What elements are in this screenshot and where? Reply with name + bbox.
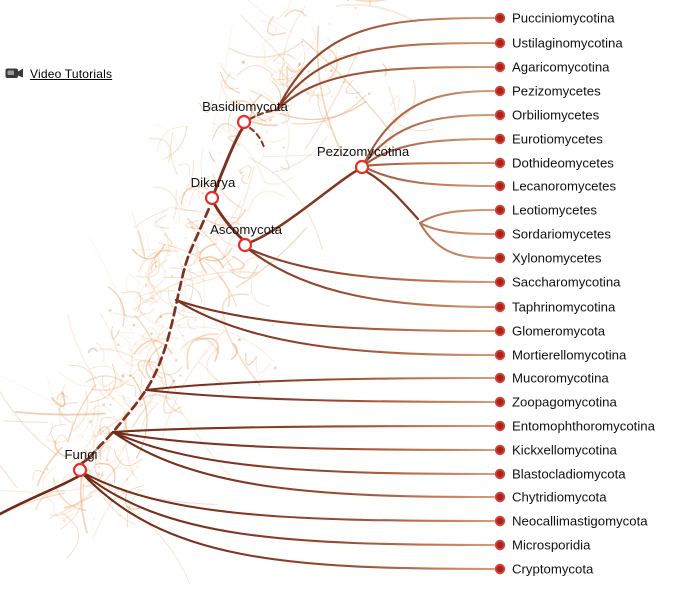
leaf-node[interactable] — [494, 133, 506, 145]
branch — [418, 208, 496, 225]
leaf-label[interactable]: Blastocladiomycota — [512, 467, 626, 482]
leaf-label[interactable]: Glomeromycota — [512, 324, 606, 339]
internal-label-pezizomycotina[interactable]: Pezizomycotina — [317, 144, 410, 159]
branch — [418, 221, 496, 260]
branch — [361, 113, 496, 168]
edge-dikarya-basidiomycota — [213, 127, 244, 193]
leaf-node[interactable] — [494, 396, 506, 408]
leaf-label[interactable]: Taphrinomycotina — [512, 300, 616, 315]
leaf-node[interactable] — [494, 12, 506, 24]
leaf-node[interactable] — [494, 85, 506, 97]
branch — [245, 246, 496, 309]
root-tail-branch — [0, 474, 81, 516]
branch — [418, 221, 496, 236]
branch — [111, 430, 496, 499]
leaf-label[interactable]: Sordariomycetes — [512, 227, 611, 242]
branch — [144, 376, 496, 392]
leaf-node[interactable] — [494, 61, 506, 73]
leaf-node[interactable] — [494, 444, 506, 456]
basidiomycota-dashed-arc — [249, 127, 265, 148]
basidiomycota-dashed-stub — [248, 108, 279, 121]
leaf-label[interactable]: Entomophthoromycotina — [512, 419, 656, 434]
leaf-label[interactable]: Agaricomycotina — [512, 60, 610, 75]
leaf-node[interactable] — [494, 539, 506, 551]
leaf-label[interactable]: Neocallimastigomycota — [512, 514, 648, 529]
leaf-label[interactable]: Mucoromycotina — [512, 371, 609, 386]
branch — [144, 388, 496, 404]
leaf-node[interactable] — [494, 157, 506, 169]
branch — [361, 137, 496, 168]
leaf-node[interactable] — [494, 301, 506, 313]
leaf-label[interactable]: Saccharomycotina — [512, 275, 621, 290]
leaf-node[interactable] — [494, 468, 506, 480]
video-camera-icon — [5, 68, 23, 78]
leaf-label[interactable]: Lecanoromycetes — [512, 179, 616, 194]
branch — [78, 469, 496, 571]
edge-dikarya-ascomycota — [213, 203, 244, 241]
branch — [361, 164, 496, 188]
branch — [275, 16, 496, 112]
video-tutorials-link[interactable]: Video Tutorials — [5, 66, 112, 81]
internal-node-ascomycota[interactable] — [237, 237, 253, 253]
branch — [275, 41, 496, 112]
branch — [174, 298, 496, 333]
branch — [111, 424, 496, 434]
spine-fungi-dikarya-dashed — [87, 204, 212, 460]
leaf-label[interactable]: Orbiliomycetes — [512, 108, 600, 123]
leaf-node[interactable] — [494, 180, 506, 192]
edge-ascomycota-pezizomycotina — [249, 169, 358, 244]
leaf-label[interactable]: Pezizomycetes — [512, 84, 601, 99]
leaf-label[interactable]: Leotiomycetes — [512, 203, 597, 218]
video-tutorials-label[interactable]: Video Tutorials — [30, 66, 113, 81]
branch — [78, 469, 496, 547]
leaf-label[interactable]: Kickxellomycotina — [512, 443, 617, 458]
branch — [78, 469, 496, 523]
leaf-node[interactable] — [494, 515, 506, 527]
leaf-node[interactable] — [494, 228, 506, 240]
internal-label-basidiomycota[interactable]: Basidiomycota — [202, 99, 288, 114]
leaf-label[interactable]: Microsporidia — [512, 538, 591, 553]
leaf-label[interactable]: Zoopagomycotina — [512, 395, 617, 410]
internal-label-ascomycota[interactable]: Ascomycota — [210, 222, 282, 237]
leaf-node[interactable] — [494, 349, 506, 361]
leaf-label[interactable]: Cryptomycota — [512, 562, 594, 577]
internal-node-dikarya[interactable] — [204, 190, 220, 206]
leaf-label[interactable]: Eurotiomycetes — [512, 132, 603, 147]
branch — [174, 298, 496, 357]
leaf-node[interactable] — [494, 204, 506, 216]
background-branches — [0, 0, 437, 589]
internal-label-dikarya[interactable]: Dikarya — [191, 175, 236, 190]
branch — [111, 430, 496, 476]
leaf-label[interactable]: Xylonomycetes — [512, 251, 602, 266]
branch — [361, 161, 496, 168]
branch — [275, 65, 496, 112]
internal-node-basidiomycota[interactable] — [236, 114, 252, 130]
leaf-label[interactable]: Mortierellomycotina — [512, 348, 627, 363]
leaf-node[interactable] — [494, 372, 506, 384]
leaf-node[interactable] — [494, 420, 506, 432]
leaf-node[interactable] — [494, 491, 506, 503]
leaf-label[interactable]: Pucciniomycotina — [512, 11, 615, 26]
leaf-label[interactable]: Chytridiomycota — [512, 490, 607, 505]
leaf-node[interactable] — [494, 252, 506, 264]
internal-node-fungi[interactable] — [72, 462, 88, 478]
leaf-node[interactable] — [494, 37, 506, 49]
leaf-label[interactable]: Ustilaginomycotina — [512, 36, 623, 51]
leaf-node[interactable] — [494, 276, 506, 288]
leaf-node[interactable] — [494, 109, 506, 121]
leaf-label[interactable]: Dothideomycetes — [512, 156, 614, 171]
branch — [245, 246, 496, 284]
branch — [361, 89, 496, 168]
internal-node-pezizomycotina[interactable] — [354, 159, 370, 175]
edge-pezizomycotina-subjunction — [365, 170, 420, 221]
internal-label-fungi[interactable]: Fungi — [65, 447, 98, 462]
branch — [111, 430, 496, 452]
leaf-node[interactable] — [494, 325, 506, 337]
leaf-node[interactable] — [494, 563, 506, 575]
